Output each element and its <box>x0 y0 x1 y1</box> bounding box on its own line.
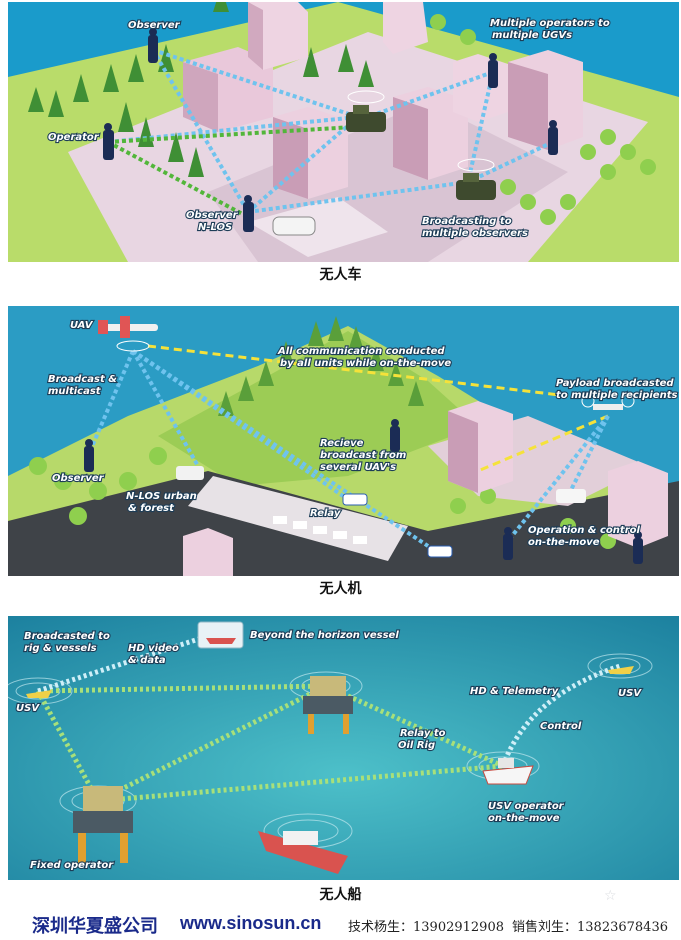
label-multiple-operators: Multiple operators to <box>490 18 610 29</box>
label-observer-nlos-2: N-LOS <box>198 222 232 233</box>
label-usv-operator: USV operator <box>488 801 565 812</box>
round-trees <box>29 447 616 549</box>
label-relay-oil-rig: Relay to <box>400 728 446 739</box>
building <box>393 87 468 180</box>
label-observer-nlos: Observer <box>186 210 239 221</box>
label-observer: Observer <box>52 473 105 484</box>
label-hd-video: HD video <box>128 643 179 654</box>
label-broadcasting-2: multiple observers <box>422 228 528 239</box>
label-operation-control: Operation & control <box>528 525 641 536</box>
oil-rig <box>73 786 133 863</box>
building <box>383 2 428 54</box>
drone <box>581 394 635 410</box>
car <box>272 216 316 236</box>
building <box>183 47 273 132</box>
label-broadcasted: Broadcasted to <box>24 631 110 642</box>
label-control: Control <box>540 721 582 732</box>
label-broadcasting: Broadcasting to <box>422 216 512 227</box>
label-observer-top: Observer <box>128 20 181 31</box>
soldier-figures <box>103 28 558 232</box>
label-fixed-operator: Fixed operator <box>30 860 114 871</box>
green-links <box>35 683 505 804</box>
label-hd-video-2: & data <box>128 655 166 666</box>
beyond-horizon-vessel <box>197 621 244 649</box>
label-usv-left: USV <box>16 703 40 714</box>
soldier-figures <box>84 419 643 564</box>
large-vessel <box>258 831 348 874</box>
label-uav: UAV <box>70 320 94 331</box>
label-hd-telemetry: HD & Telemetry <box>470 686 559 697</box>
oil-rig <box>303 676 353 734</box>
uav-aircraft <box>98 316 158 352</box>
building <box>508 50 583 150</box>
footer-company: 深圳华夏盛公司 <box>32 916 158 937</box>
green-links <box>107 125 354 219</box>
vehicles <box>176 466 586 558</box>
label-relay: Relay <box>310 508 341 519</box>
operator-ship <box>482 758 534 785</box>
usv-boat <box>608 666 634 674</box>
footer-url[interactable]: www.sinosun.cn <box>180 913 322 933</box>
footer-contact-tech: 技术杨生：13902912908 <box>348 920 504 935</box>
usv-boat <box>26 690 52 698</box>
label-all-communication: All communication conducted <box>277 346 445 357</box>
panel-uav: UAV Broadcast & multicast All communicat… <box>8 306 679 576</box>
label-payload: Payload broadcasted <box>556 378 674 389</box>
ugv-illustration: Observer Multiple operators to multiple … <box>8 2 679 262</box>
uav-illustration: UAV Broadcast & multicast All communicat… <box>8 306 679 576</box>
label-broadcast-multicast: Broadcast & <box>48 374 117 385</box>
building <box>183 528 233 576</box>
parked-cars <box>273 516 367 544</box>
footer: 深圳华夏盛公司 www.sinosun.cn 技术杨生：13902912908 … <box>0 910 681 937</box>
label-nlos-2: & forest <box>128 503 175 514</box>
trees <box>28 2 374 177</box>
blue-links <box>86 349 610 548</box>
caption-uav: 无人机 <box>319 581 362 597</box>
label-recieve-3: several UAV's <box>320 462 396 473</box>
panel-ugv: Observer Multiple operators to multiple … <box>8 2 679 262</box>
label-recieve: Recieve <box>320 438 364 449</box>
label-multiple-operators-2: multiple UGVs <box>492 30 572 41</box>
usv-illustration: Broadcasted to rig & vessels HD video & … <box>8 616 679 880</box>
hill-trees <box>218 316 424 416</box>
round-trees <box>430 14 656 225</box>
footer-contact-sales: 销售刘生：13823678436 <box>512 920 668 935</box>
label-recieve-2: broadcast from <box>320 450 406 461</box>
building <box>448 401 513 493</box>
blue-links <box>107 48 554 214</box>
watermark-star-icon: ☆ <box>604 888 617 904</box>
label-usv-right: USV <box>618 688 642 699</box>
caption-ugv: 无人车 <box>319 267 362 283</box>
label-operation-control-2: on-the-move <box>528 537 600 548</box>
label-broadcasted-2: rig & vessels <box>24 643 97 654</box>
label-operator: Operator <box>48 132 100 143</box>
label-payload-2: to multiple recipients <box>556 390 677 401</box>
white-links <box>37 633 621 767</box>
label-all-communication-2: by all units while on-the-move <box>280 358 451 369</box>
label-broadcast-multicast-2: multicast <box>48 386 102 397</box>
caption-usv: 无人船 <box>319 887 362 903</box>
ugv-vehicle <box>346 90 386 132</box>
label-beyond-horizon: Beyond the horizon vessel <box>250 630 399 641</box>
label-usv-operator-2: on-the-move <box>488 813 560 824</box>
yellow-links <box>147 344 609 473</box>
ugv-vehicle <box>456 158 496 200</box>
building <box>248 2 308 70</box>
building <box>608 461 668 548</box>
panel-usv: Broadcasted to rig & vessels HD video & … <box>8 616 679 880</box>
label-relay-oil-rig-2: Oil Rig <box>398 740 435 751</box>
label-nlos: N-LOS urban <box>126 491 197 502</box>
building <box>453 54 508 122</box>
